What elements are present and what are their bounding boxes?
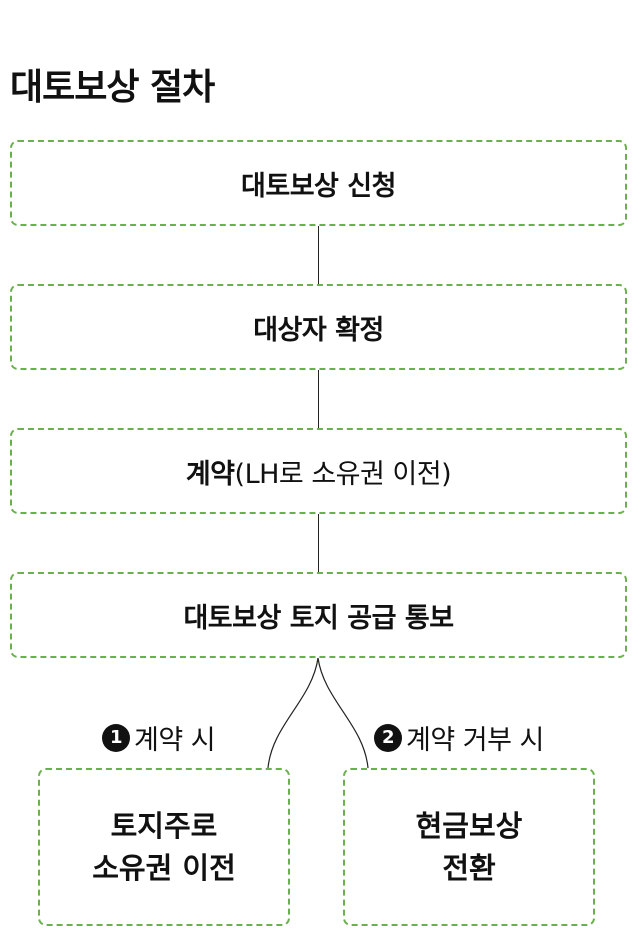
number-badge-1: 1 (102, 723, 130, 752)
result-transfer-line2: 소유권 이전 (92, 851, 236, 885)
branch-label-refuse: 2 계약 거부 시 (374, 718, 544, 757)
result-transfer-box: 토지주로 소유권 이전 (38, 768, 290, 926)
branch-curve-right (317, 657, 369, 769)
connector-line-1 (318, 226, 319, 284)
branch-curve-left (267, 657, 319, 769)
branch-label-text-2: 계약 거부 시 (406, 725, 544, 756)
page-title: 대토보상 절차 (10, 67, 215, 108)
step-apply-box: 대토보상 신청 (10, 140, 627, 226)
result-cash-line1: 현금보상 (415, 808, 523, 843)
step-contract-label: 계약 (185, 458, 235, 490)
branch-label-text-1: 계약 시 (134, 725, 216, 756)
number-badge-2: 2 (374, 723, 402, 752)
branch-label-contract: 1 계약 시 (102, 718, 216, 757)
step-notify-label: 대토보상 토지 공급 통보 (183, 602, 454, 634)
step-confirm-label: 대상자 확정 (253, 314, 384, 346)
result-cash-box: 현금보상 전환 (343, 768, 595, 926)
connector-line-3 (318, 514, 319, 572)
connector-line-2 (318, 370, 319, 428)
step-apply-label: 대토보상 신청 (241, 170, 396, 202)
step-contract-note: (LH로 소유권 이전) (234, 458, 452, 490)
step-notify-box: 대토보상 토지 공급 통보 (10, 572, 627, 658)
result-cash-line2: 전환 (442, 851, 496, 885)
result-transfer-line1: 토지주로 (110, 808, 218, 843)
step-contract-box: 계약(LH로 소유권 이전) (10, 428, 627, 514)
step-confirm-box: 대상자 확정 (10, 284, 627, 370)
